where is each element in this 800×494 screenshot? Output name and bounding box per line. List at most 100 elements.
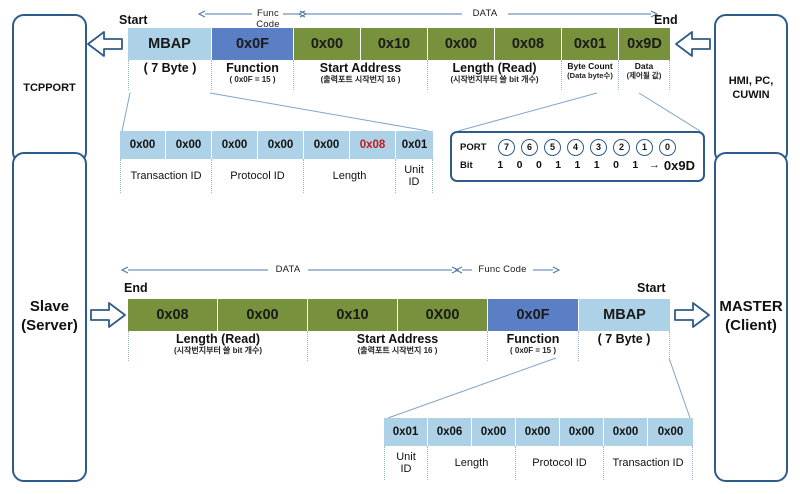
mbap-resp-cell-proto-lo[interactable]: 0x00 <box>560 418 604 446</box>
bit-value-7: 1 <box>497 159 504 171</box>
mbap-req-cell-proto-lo[interactable]: 0x00 <box>258 131 304 159</box>
port-row: PORT 7 6 5 4 3 2 1 0 <box>460 138 695 156</box>
response-desc-function-title: Function <box>506 332 560 346</box>
bit-row-tag: Bit <box>460 159 473 171</box>
bit-value-6: 0 <box>516 159 523 171</box>
mbap-resp-label-protocol-id: Protocol ID <box>516 446 604 480</box>
mbap-request-detail: 0x00 0x00 0x00 0x00 0x00 0x08 0x01 Trans… <box>120 131 433 193</box>
request-desc-length-sub: (시작번지부터 쓸 bit 개수) <box>450 75 539 84</box>
port-circle-5: 5 <box>544 138 561 156</box>
response-cell-function[interactable]: 0x0F <box>488 299 579 331</box>
node-hmi-pc-cuwin: HMI, PC, CUWIN <box>714 14 788 164</box>
mbap-request-detail-labels: Transaction ID Protocol ID Length Unit I… <box>120 159 433 193</box>
response-desc-function: Function ( 0x0F = 15 ) <box>488 331 579 361</box>
request-desc-byte-count: Byte Count (Data byte수) <box>562 60 619 90</box>
response-cell-addr-hi[interactable]: 0x10 <box>308 299 398 331</box>
node-hmi-label-line2: CUWIN <box>732 89 770 101</box>
request-span-funccode-label: Func Code <box>256 8 280 30</box>
mbap-resp-cell-proto-hi[interactable]: 0x00 <box>516 418 560 446</box>
request-desc-byte-count-sub: (Data byte수) <box>567 71 613 80</box>
response-desc-start-address-sub: (출력포트 시작번지 16 ) <box>357 346 438 355</box>
request-cell-length-hi[interactable]: 0x00 <box>428 28 495 60</box>
response-desc-start-address: Start Address (출력포트 시작번지 16 ) <box>308 331 488 361</box>
request-cell-data[interactable]: 0x9D <box>619 28 670 60</box>
response-frame: 0x08 0x00 0x10 0X00 0x0F MBAP Length (Re… <box>128 299 670 361</box>
request-cell-addr-lo[interactable]: 0x10 <box>361 28 428 60</box>
request-cell-function[interactable]: 0x0F <box>212 28 294 60</box>
response-desc-length-sub: (시작번지부터 쓸 bit 개수) <box>173 346 262 355</box>
port-circle-7: 7 <box>498 138 515 156</box>
mbap-req-label-unit-id: Unit ID <box>396 159 433 193</box>
request-desc-function-title: Function <box>226 61 279 75</box>
mbap-req-label-transaction-id: Transaction ID <box>120 159 212 193</box>
request-cell-length-lo[interactable]: 0x08 <box>495 28 562 60</box>
port-circle-3: 3 <box>590 138 607 156</box>
mbap-resp-cell-len-hi[interactable]: 0x06 <box>428 418 472 446</box>
port-circle-1: 1 <box>636 138 653 156</box>
request-span-data-label: DATA <box>472 8 498 19</box>
port-circle-0: 0 <box>659 138 676 156</box>
request-frame: MBAP 0x0F 0x00 0x10 0x00 0x08 0x01 0x9D … <box>128 28 670 90</box>
port-circle-6: 6 <box>521 138 538 156</box>
response-desc-mbap-title: ( 7 Byte ) <box>597 332 651 346</box>
mbap-resp-cell-trans-hi[interactable]: 0x00 <box>604 418 648 446</box>
request-cell-byte-count[interactable]: 0x01 <box>562 28 619 60</box>
mbap-resp-label-transaction-id: Transaction ID <box>604 446 693 480</box>
port-bit-box: PORT 7 6 5 4 3 2 1 0 Bit 1 0 0 1 1 1 0 1… <box>450 131 705 182</box>
port-circle-2: 2 <box>613 138 630 156</box>
mbap-req-label-unit-id-line1: Unit <box>404 164 424 176</box>
request-end-label: End <box>654 13 678 27</box>
node-slave-label-line2: (Server) <box>21 317 78 334</box>
request-desc-mbap: ( 7 Byte ) <box>128 60 212 90</box>
mbap-req-cell-trans-hi[interactable]: 0x00 <box>120 131 166 159</box>
mbap-resp-cell-len-lo[interactable]: 0x00 <box>472 418 516 446</box>
bit-value-0: 1 <box>632 159 639 171</box>
mbap-req-label-protocol-id: Protocol ID <box>212 159 304 193</box>
node-slave-label-line1: Slave <box>29 298 70 316</box>
mbap-resp-label-unit-id: Unit ID <box>384 446 428 480</box>
bit-result-arrow-icon: → <box>648 159 660 171</box>
mbap-req-label-length: Length <box>304 159 396 193</box>
bit-row: Bit 1 0 0 1 1 1 0 1 → 0x9D <box>460 156 695 174</box>
mbap-req-cell-len-lo[interactable]: 0x08 <box>350 131 396 159</box>
request-start-label: Start <box>119 13 148 27</box>
response-desc-length-title: Length (Read) <box>175 332 261 346</box>
node-master-label-line1: MASTER <box>719 298 783 316</box>
response-span-data-label: DATA <box>275 264 301 275</box>
node-slave-server: Slave (Server) <box>12 152 87 482</box>
bit-value-2: 1 <box>593 159 600 171</box>
response-cell-mbap[interactable]: MBAP <box>579 299 670 331</box>
response-span-funccode-label: Func Code <box>478 264 527 275</box>
request-desc-data: Data (제어될 값) <box>619 60 670 90</box>
mbap-request-detail-values: 0x00 0x00 0x00 0x00 0x00 0x08 0x01 <box>120 131 433 159</box>
mbap-response-detail-labels: Unit ID Length Protocol ID Transaction I… <box>384 446 693 480</box>
mbap-response-detail: 0x01 0x06 0x00 0x00 0x00 0x00 0x00 Unit … <box>384 418 693 480</box>
request-desc-start-address: Start Address (출력포트 시작번지 16 ) <box>294 60 428 90</box>
node-master-label-line2: (Client) <box>725 317 777 334</box>
response-cell-addr-lo[interactable]: 0X00 <box>398 299 488 331</box>
bit-value-3: 1 <box>574 159 581 171</box>
mbap-req-cell-unit-id[interactable]: 0x01 <box>396 131 433 159</box>
mbap-req-cell-trans-lo[interactable]: 0x00 <box>166 131 212 159</box>
mbap-resp-cell-trans-lo[interactable]: 0x00 <box>648 418 693 446</box>
mbap-resp-cell-unit-id[interactable]: 0x01 <box>384 418 428 446</box>
port-circle-4: 4 <box>567 138 584 156</box>
bit-value-4: 1 <box>555 159 562 171</box>
request-cell-addr-hi[interactable]: 0x00 <box>294 28 361 60</box>
response-start-label: Start <box>637 281 666 295</box>
response-frame-cells: 0x08 0x00 0x10 0X00 0x0F MBAP <box>128 299 670 331</box>
request-cell-mbap[interactable]: MBAP <box>128 28 212 60</box>
bit-value-5: 0 <box>535 159 542 171</box>
request-frame-cells: MBAP 0x0F 0x00 0x10 0x00 0x08 0x01 0x9D <box>128 28 670 60</box>
mbap-resp-label-unit-id-line2: ID <box>400 463 412 475</box>
request-frame-descriptions: ( 7 Byte ) Function ( 0x0F = 15 ) Start … <box>128 60 670 90</box>
mbap-resp-label-length: Length <box>428 446 516 480</box>
response-cell-length-hi[interactable]: 0x08 <box>128 299 218 331</box>
bit-value-1: 0 <box>613 159 619 171</box>
mbap-req-cell-proto-hi[interactable]: 0x00 <box>212 131 258 159</box>
response-desc-function-sub: ( 0x0F = 15 ) <box>509 346 557 355</box>
response-cell-length-lo[interactable]: 0x00 <box>218 299 308 331</box>
request-desc-byte-count-title: Byte Count <box>567 61 613 71</box>
mbap-req-cell-len-hi[interactable]: 0x00 <box>304 131 350 159</box>
node-tcpport: TCPPORT <box>12 14 87 164</box>
